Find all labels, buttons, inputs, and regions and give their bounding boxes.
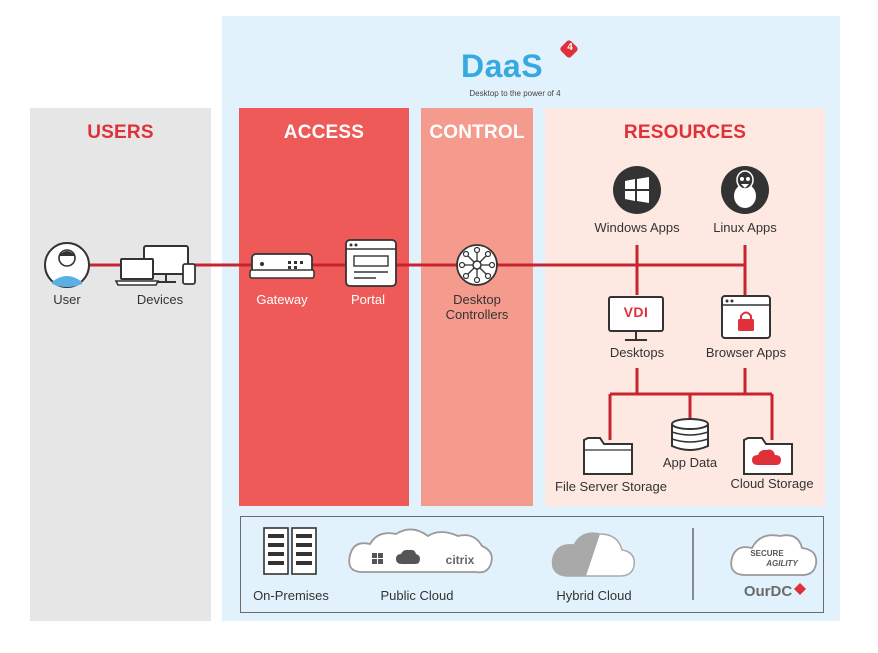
devices-icon [114, 245, 196, 286]
on-premises-label: On-Premises [253, 588, 329, 603]
ourdc-logo-icon [794, 583, 806, 595]
controllers-label-line2: Controllers [445, 307, 509, 322]
public-cloud-icon [348, 528, 493, 574]
ourdc-label: OurDC [743, 583, 793, 600]
connection-lines [90, 245, 774, 440]
infrastructure-box [240, 516, 824, 613]
logo-text: DaaS [461, 48, 544, 84]
user-icon [44, 242, 90, 288]
users-title: USERS [87, 122, 154, 143]
public-cloud-label: Public Cloud [380, 588, 454, 603]
daas-logo: DaaS 4 [455, 39, 585, 88]
access-title: ACCESS [283, 122, 365, 143]
logo-superscript: 4 [567, 42, 573, 53]
linux-icon [721, 166, 769, 214]
linux-apps-label: Linux Apps [713, 220, 777, 235]
folder-icon [583, 437, 633, 475]
devices-label: Devices [136, 292, 184, 307]
file-server-label: File Server Storage [555, 479, 667, 494]
gateway-icon [249, 253, 315, 279]
access-column [239, 108, 409, 506]
windows-apps-label: Windows Apps [594, 220, 680, 235]
hybrid-cloud-label: Hybrid Cloud [556, 588, 632, 603]
portal-icon [345, 239, 397, 287]
hybrid-cloud-icon [551, 532, 635, 577]
server-rack-icon [263, 527, 317, 575]
control-title: CONTROL [429, 122, 525, 143]
logo-tagline: Desktop to the power of 4 [469, 89, 561, 98]
controllers-icon [456, 244, 498, 286]
agility-label: AGILITY [766, 559, 798, 568]
secure-agility-cloud-icon [730, 534, 818, 576]
desktops-label: Desktops [609, 345, 665, 360]
cloud-folder-icon [743, 437, 793, 475]
app-data-label: App Data [662, 455, 718, 470]
user-label: User [53, 292, 81, 307]
database-icon [671, 418, 709, 451]
browser-apps-label: Browser Apps [705, 345, 787, 360]
vdi-monitor-icon [608, 296, 664, 341]
portal-label: Portal [351, 292, 385, 307]
resources-title: RESOURCES [623, 122, 747, 143]
cloud-storage-label: Cloud Storage [730, 476, 814, 491]
control-column [421, 108, 533, 506]
windows-icon [613, 166, 661, 214]
vdi-label: VDI [623, 304, 649, 320]
gateway-label: Gateway [256, 292, 308, 307]
controllers-label-line1: Desktop [453, 292, 501, 307]
citrix-label: citrix [445, 553, 475, 567]
secure-label: SECURE [750, 549, 784, 558]
browser-lock-icon [721, 295, 771, 339]
users-column [30, 108, 211, 621]
